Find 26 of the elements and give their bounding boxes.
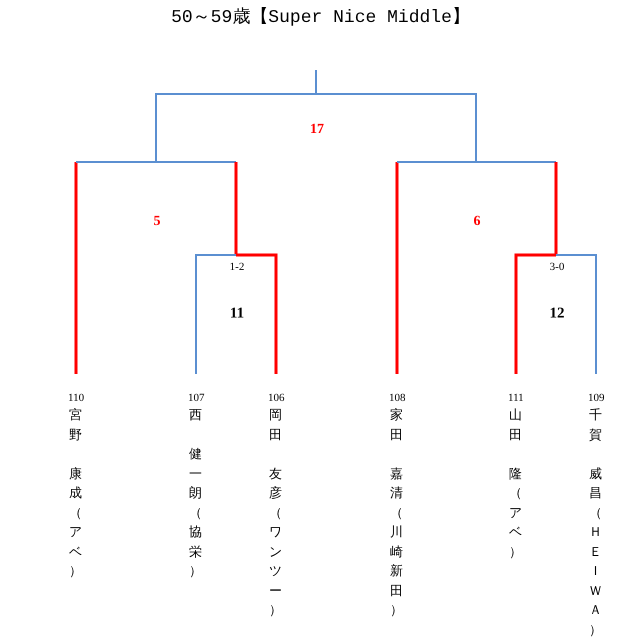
given-name-and-club: 健一朗（協栄） bbox=[188, 446, 203, 581]
match-number: 6 bbox=[474, 214, 480, 230]
entry-number: 108 bbox=[389, 392, 406, 404]
entry-number: 110 bbox=[68, 392, 84, 404]
given-name-and-club: 嘉清（川崎新田） bbox=[389, 466, 404, 620]
title: 50～59歳【Super Nice Middle】 bbox=[170, 6, 471, 28]
surname: 西 bbox=[188, 407, 203, 425]
given-name-and-club: 康成（アベ） bbox=[68, 466, 83, 581]
match-number: 12 bbox=[550, 306, 564, 322]
surname: 山田 bbox=[508, 407, 523, 444]
match-score: 3-0 bbox=[550, 261, 564, 273]
given-name-and-club: 威昌（ＨＥＩＷＡ） bbox=[588, 466, 603, 637]
entry-number: 106 bbox=[268, 392, 284, 404]
match-number: 11 bbox=[230, 306, 244, 322]
surname: 岡田 bbox=[268, 407, 283, 444]
entry-number: 107 bbox=[188, 392, 204, 404]
given-name-and-club: 友彦（ワンツー） bbox=[268, 466, 283, 620]
match-number: 17 bbox=[310, 122, 324, 138]
given-name-and-club: 隆（アベ） bbox=[508, 466, 523, 562]
entry-number: 111 bbox=[508, 392, 524, 404]
surname: 家田 bbox=[389, 407, 404, 444]
match-score: 1-2 bbox=[230, 261, 244, 273]
surname: 宮野 bbox=[68, 407, 83, 444]
match-number: 5 bbox=[154, 214, 160, 230]
surname: 千賀 bbox=[588, 407, 603, 444]
entry-number: 109 bbox=[588, 392, 604, 404]
